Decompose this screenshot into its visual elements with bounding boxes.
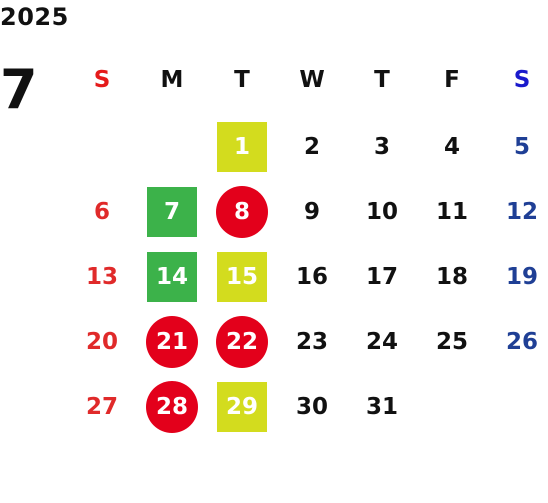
day-number: 24	[365, 328, 398, 355]
day-cell[interactable]: 31	[347, 374, 417, 439]
day-cell[interactable]: 15	[207, 244, 277, 309]
day-cell[interactable]: 20	[67, 309, 137, 374]
day-cell[interactable]: 25	[417, 309, 487, 374]
day-number-red-circle: 8	[216, 185, 268, 238]
day-cell[interactable]: 18	[417, 244, 487, 309]
day-cell[interactable]: 26	[487, 309, 548, 374]
weekday-header-row: S M T W T F S	[67, 46, 548, 114]
day-number: 13	[85, 263, 118, 290]
day-number: 11	[435, 198, 468, 225]
day-number: 19	[505, 263, 538, 290]
day-number: 23	[295, 328, 328, 355]
weekday-header-tuesday: T	[234, 67, 250, 93]
day-number: 3	[373, 133, 390, 160]
day-number: 30	[295, 393, 328, 420]
day-number	[77, 122, 127, 172]
day-cell[interactable]: 9	[277, 179, 347, 244]
weekday-header-saturday: S	[513, 67, 531, 93]
weekday-header-wednesday: W	[299, 67, 325, 93]
day-number-yellow-square: 29	[217, 381, 267, 432]
day-cell[interactable]: 13	[67, 244, 137, 309]
empty-day-cell	[67, 114, 137, 179]
week-row: 13 14 15 16 17 18 19	[67, 244, 548, 309]
week-row: 1 2 3 4 5	[67, 114, 548, 179]
day-cell[interactable]: 21	[137, 309, 207, 374]
weekday-header-friday: F	[444, 67, 460, 93]
day-number: 31	[365, 393, 398, 420]
day-cell[interactable]: 17	[347, 244, 417, 309]
day-number: 16	[295, 263, 328, 290]
day-number	[427, 382, 477, 432]
day-cell[interactable]: 14	[137, 244, 207, 309]
day-number-green-square: 14	[147, 251, 197, 302]
day-number: 10	[365, 198, 398, 225]
day-cell[interactable]: 1	[207, 114, 277, 179]
day-cell[interactable]: 29	[207, 374, 277, 439]
day-cell[interactable]: 12	[487, 179, 548, 244]
day-number-red-circle: 21	[146, 315, 198, 368]
day-number	[497, 382, 547, 432]
day-cell[interactable]: 4	[417, 114, 487, 179]
day-number: 20	[85, 328, 118, 355]
day-cell[interactable]: 2	[277, 114, 347, 179]
month-label: 7	[0, 58, 38, 121]
day-number-yellow-square: 1	[217, 121, 267, 172]
week-row: 20 21 22 23 24 25 26	[67, 309, 548, 374]
day-cell[interactable]: 27	[67, 374, 137, 439]
empty-day-cell	[417, 374, 487, 439]
empty-day-cell	[487, 374, 548, 439]
day-cell[interactable]: 6	[67, 179, 137, 244]
weekday-header-sunday: S	[93, 67, 111, 93]
day-cell[interactable]: 22	[207, 309, 277, 374]
day-cell[interactable]: 7	[137, 179, 207, 244]
day-number: 4	[443, 133, 460, 160]
day-cell[interactable]: 8	[207, 179, 277, 244]
day-number: 17	[365, 263, 398, 290]
day-number-red-circle: 22	[216, 315, 268, 368]
day-number: 6	[93, 198, 110, 225]
day-number: 25	[435, 328, 468, 355]
day-cell[interactable]: 23	[277, 309, 347, 374]
day-number: 27	[85, 393, 118, 420]
day-number	[147, 122, 197, 172]
week-row: 27 28 29 30 31	[67, 374, 548, 439]
day-number: 9	[303, 198, 320, 225]
day-cell[interactable]: 30	[277, 374, 347, 439]
day-cell[interactable]: 19	[487, 244, 548, 309]
day-number-yellow-square: 15	[217, 251, 267, 302]
day-cell[interactable]: 11	[417, 179, 487, 244]
day-number-green-square: 7	[147, 186, 197, 237]
day-cell[interactable]: 10	[347, 179, 417, 244]
day-cell[interactable]: 28	[137, 374, 207, 439]
weekday-header-thursday: T	[374, 67, 390, 93]
weekday-header-monday: M	[160, 67, 184, 93]
day-number-red-circle: 28	[146, 380, 198, 433]
day-number: 18	[435, 263, 468, 290]
day-number: 2	[303, 133, 320, 160]
day-number: 26	[505, 328, 538, 355]
day-cell[interactable]: 24	[347, 309, 417, 374]
day-cell[interactable]: 3	[347, 114, 417, 179]
day-number: 12	[505, 198, 538, 225]
empty-day-cell	[137, 114, 207, 179]
day-cell[interactable]: 16	[277, 244, 347, 309]
day-cell[interactable]: 5	[487, 114, 548, 179]
day-number: 5	[513, 133, 530, 160]
year-label: 2025	[0, 3, 69, 31]
